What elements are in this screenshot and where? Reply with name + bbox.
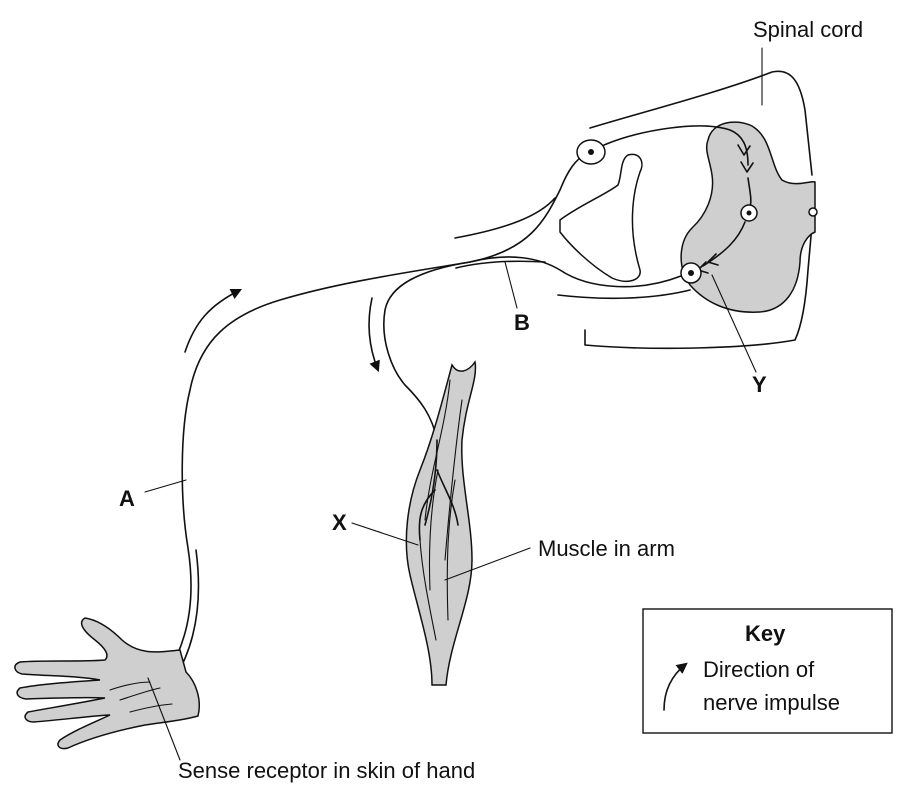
impulse-arrow-b	[369, 298, 378, 370]
label-muscle: Muscle in arm	[538, 536, 675, 561]
hand	[15, 618, 199, 749]
label-receptor: Sense receptor in skin of hand	[178, 758, 475, 783]
label-x: X	[332, 510, 347, 535]
leader-b	[505, 262, 517, 308]
spinal-cord	[558, 71, 817, 348]
label-b: B	[514, 310, 530, 335]
key-line-1: Direction of	[703, 657, 815, 682]
leader-a	[145, 480, 186, 492]
label-spinal-cord: Spinal cord	[753, 17, 863, 42]
label-a: A	[119, 486, 135, 511]
muscle	[406, 362, 475, 685]
key-box: Key Direction of nerve impulse	[643, 609, 892, 733]
key-title: Key	[745, 621, 786, 646]
key-line-2: nerve impulse	[703, 690, 840, 715]
impulse-arrow-a	[185, 290, 240, 352]
label-y: Y	[752, 372, 767, 397]
